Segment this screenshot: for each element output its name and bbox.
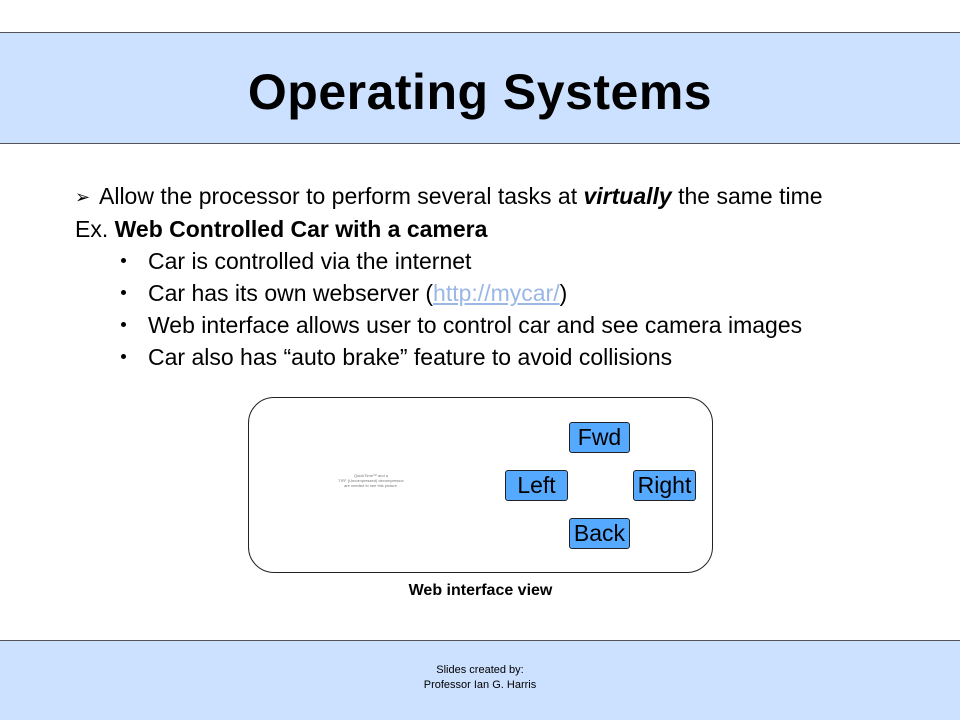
fwd-button[interactable]: Fwd	[569, 422, 630, 453]
bullet-item: Car also has “auto brake” feature to avo…	[75, 341, 955, 373]
placeholder-line: are needed to see this picture.	[344, 483, 398, 488]
footer-line: Slides created by:	[436, 664, 524, 676]
intro-text-end: the same time	[671, 183, 823, 209]
web-interface-panel: QuickTime™ and a TIFF (Uncompressed) dec…	[248, 397, 713, 573]
placeholder-line: TIFF (Uncompressed) decompressor	[338, 478, 404, 483]
right-button[interactable]: Right	[633, 470, 696, 501]
footer-line: Professor Ian G. Harris	[423, 679, 537, 691]
left-button[interactable]: Left	[505, 470, 568, 501]
slide-title: Operating Systems	[247, 64, 713, 120]
camera-image-placeholder: QuickTime™ and a TIFF (Uncompressed) dec…	[331, 473, 411, 488]
intro-emphasis: virtually	[583, 183, 672, 209]
footer-band: Slides created by: Professor Ian G. Harr…	[0, 640, 960, 720]
bullet-item: Web interface allows user to control car…	[75, 309, 955, 341]
example-line: Ex. Web Controlled Car with a camera	[75, 213, 955, 245]
placeholder-line: QuickTime™ and a	[353, 473, 389, 478]
bullet-text: Car has its own webserver (	[148, 280, 434, 306]
intro-line: ➢ Allow the processor to perform several …	[75, 180, 955, 213]
bullet-text-end: )	[559, 280, 568, 306]
bullet-item: Car is controlled via the internet	[75, 245, 955, 277]
arrow-bullet-icon: ➢	[75, 187, 91, 207]
mycar-link[interactable]: http://mycar/	[433, 280, 560, 306]
bullet-list: Car is controlled via the internet Car h…	[75, 245, 955, 373]
footer-credits: Slides created by: Professor Ian G. Harr…	[0, 663, 960, 693]
intro-text: Allow the processor to perform several t…	[99, 183, 584, 209]
slide-content: ➢ Allow the processor to perform several …	[75, 180, 955, 373]
title-band: Operating Systems	[0, 32, 960, 144]
example-label: Web Controlled Car with a camera	[114, 216, 488, 242]
example-prefix: Ex.	[75, 216, 115, 242]
bullet-item: Car has its own webserver (http://mycar/…	[75, 277, 955, 309]
back-button[interactable]: Back	[569, 518, 630, 549]
web-interface-caption: Web interface view	[408, 582, 553, 599]
